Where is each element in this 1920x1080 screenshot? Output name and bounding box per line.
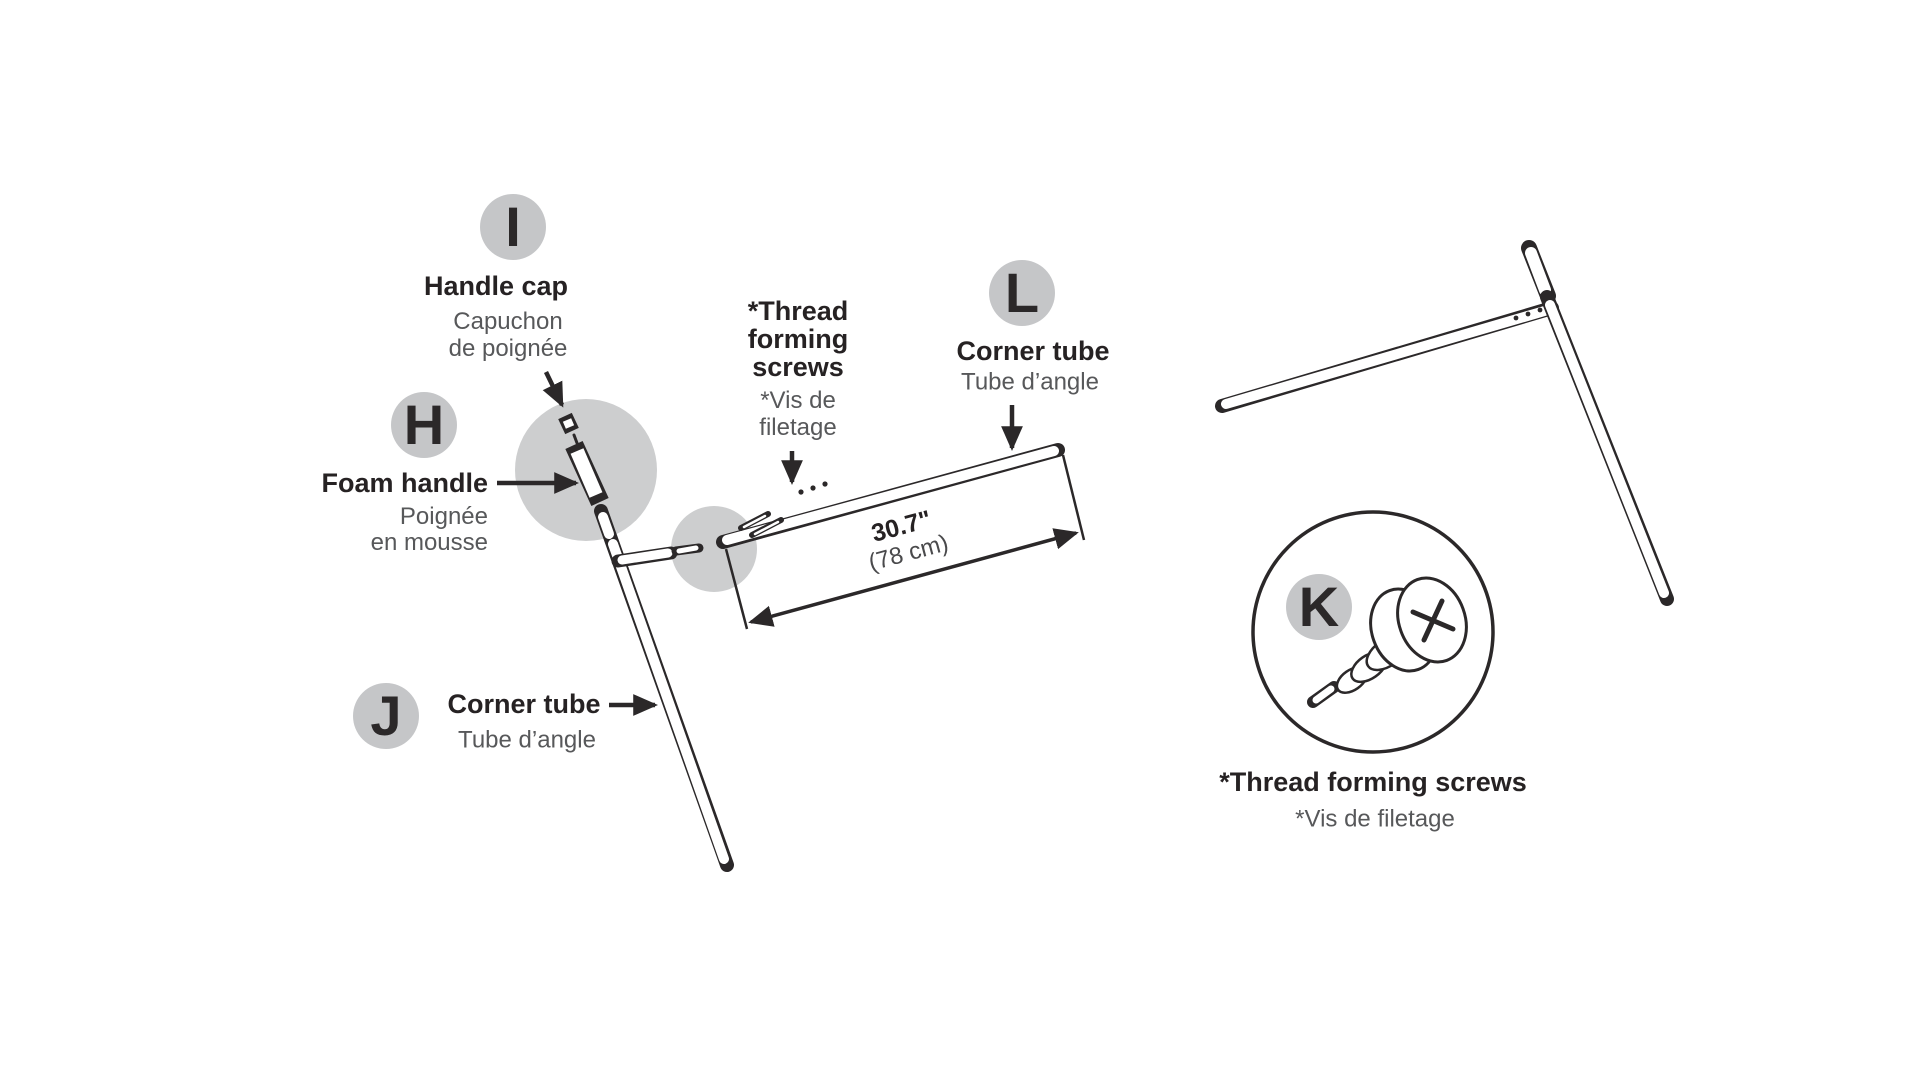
part-badge-l: L	[989, 260, 1055, 326]
dimension-arrow	[748, 528, 1079, 627]
screw-detail-caption-fr: *Vis de filetage	[1295, 805, 1455, 833]
thread-screws-callout-en-line3: screws	[752, 352, 844, 382]
part-badge-k: K	[1286, 574, 1352, 640]
foam-handle-label-fr: Poignée en mousse	[371, 504, 488, 556]
corner-tube-l-drawing	[716, 443, 1065, 549]
part-badge-i: I	[480, 194, 546, 260]
part-badge-h: H	[391, 392, 457, 458]
corner-tube-j-label-fr: Tube d’angle	[458, 726, 596, 754]
screw-detail-caption-en: *Thread forming screws	[1219, 767, 1527, 797]
thread-screws-callout-en: *Thread forming screws	[748, 297, 849, 381]
handle-cap-label-fr-line2: de poignée	[448, 335, 568, 362]
thread-screws-callout-en-line2: forming	[747, 324, 849, 354]
screw-drawing	[1307, 576, 1468, 708]
part-badge-j: J	[353, 683, 419, 749]
assembled-corner-drawing	[1215, 240, 1674, 606]
dimension-indicator	[724, 454, 1086, 630]
corner-tube-j-label-en: Corner tube	[447, 689, 601, 719]
foam-handle-label-en: Foam handle	[321, 468, 488, 498]
foam-handle-label-fr-line1: Poignée	[399, 503, 488, 530]
handle-cap-drawing	[558, 412, 579, 445]
handle-cap-label-en: Handle cap	[423, 271, 569, 301]
thread-screws-callout-fr-line1: *Vis de	[760, 387, 836, 414]
handle-cap-arrow	[542, 371, 565, 408]
thread-screws-callout-fr: *Vis de filetage	[759, 387, 836, 441]
foam-handle-drawing	[565, 441, 609, 506]
thread-screws-callout-fr-line2: filetage	[759, 414, 837, 441]
corner-tube-l-label-en: Corner tube	[956, 336, 1110, 366]
handle-cap-label-fr: Capuchon de poignée	[449, 308, 568, 362]
joint-highlight-circle	[671, 506, 757, 592]
dimension-extension-line-right	[1061, 454, 1086, 541]
thread-screws-callout-en-line1: *Thread	[747, 296, 849, 326]
screw-detail-circle	[1251, 510, 1495, 754]
phillips-cross-icon	[1421, 598, 1445, 643]
foam-handle-label-fr-line2: en mousse	[370, 529, 488, 556]
corner-tube-j-drawing	[594, 504, 734, 872]
corner-tube-l-label-fr: Tube d’angle	[961, 368, 1099, 396]
dimension-extension-line-left	[724, 548, 749, 630]
handle-cap-label-fr-line1: Capuchon	[453, 308, 563, 335]
